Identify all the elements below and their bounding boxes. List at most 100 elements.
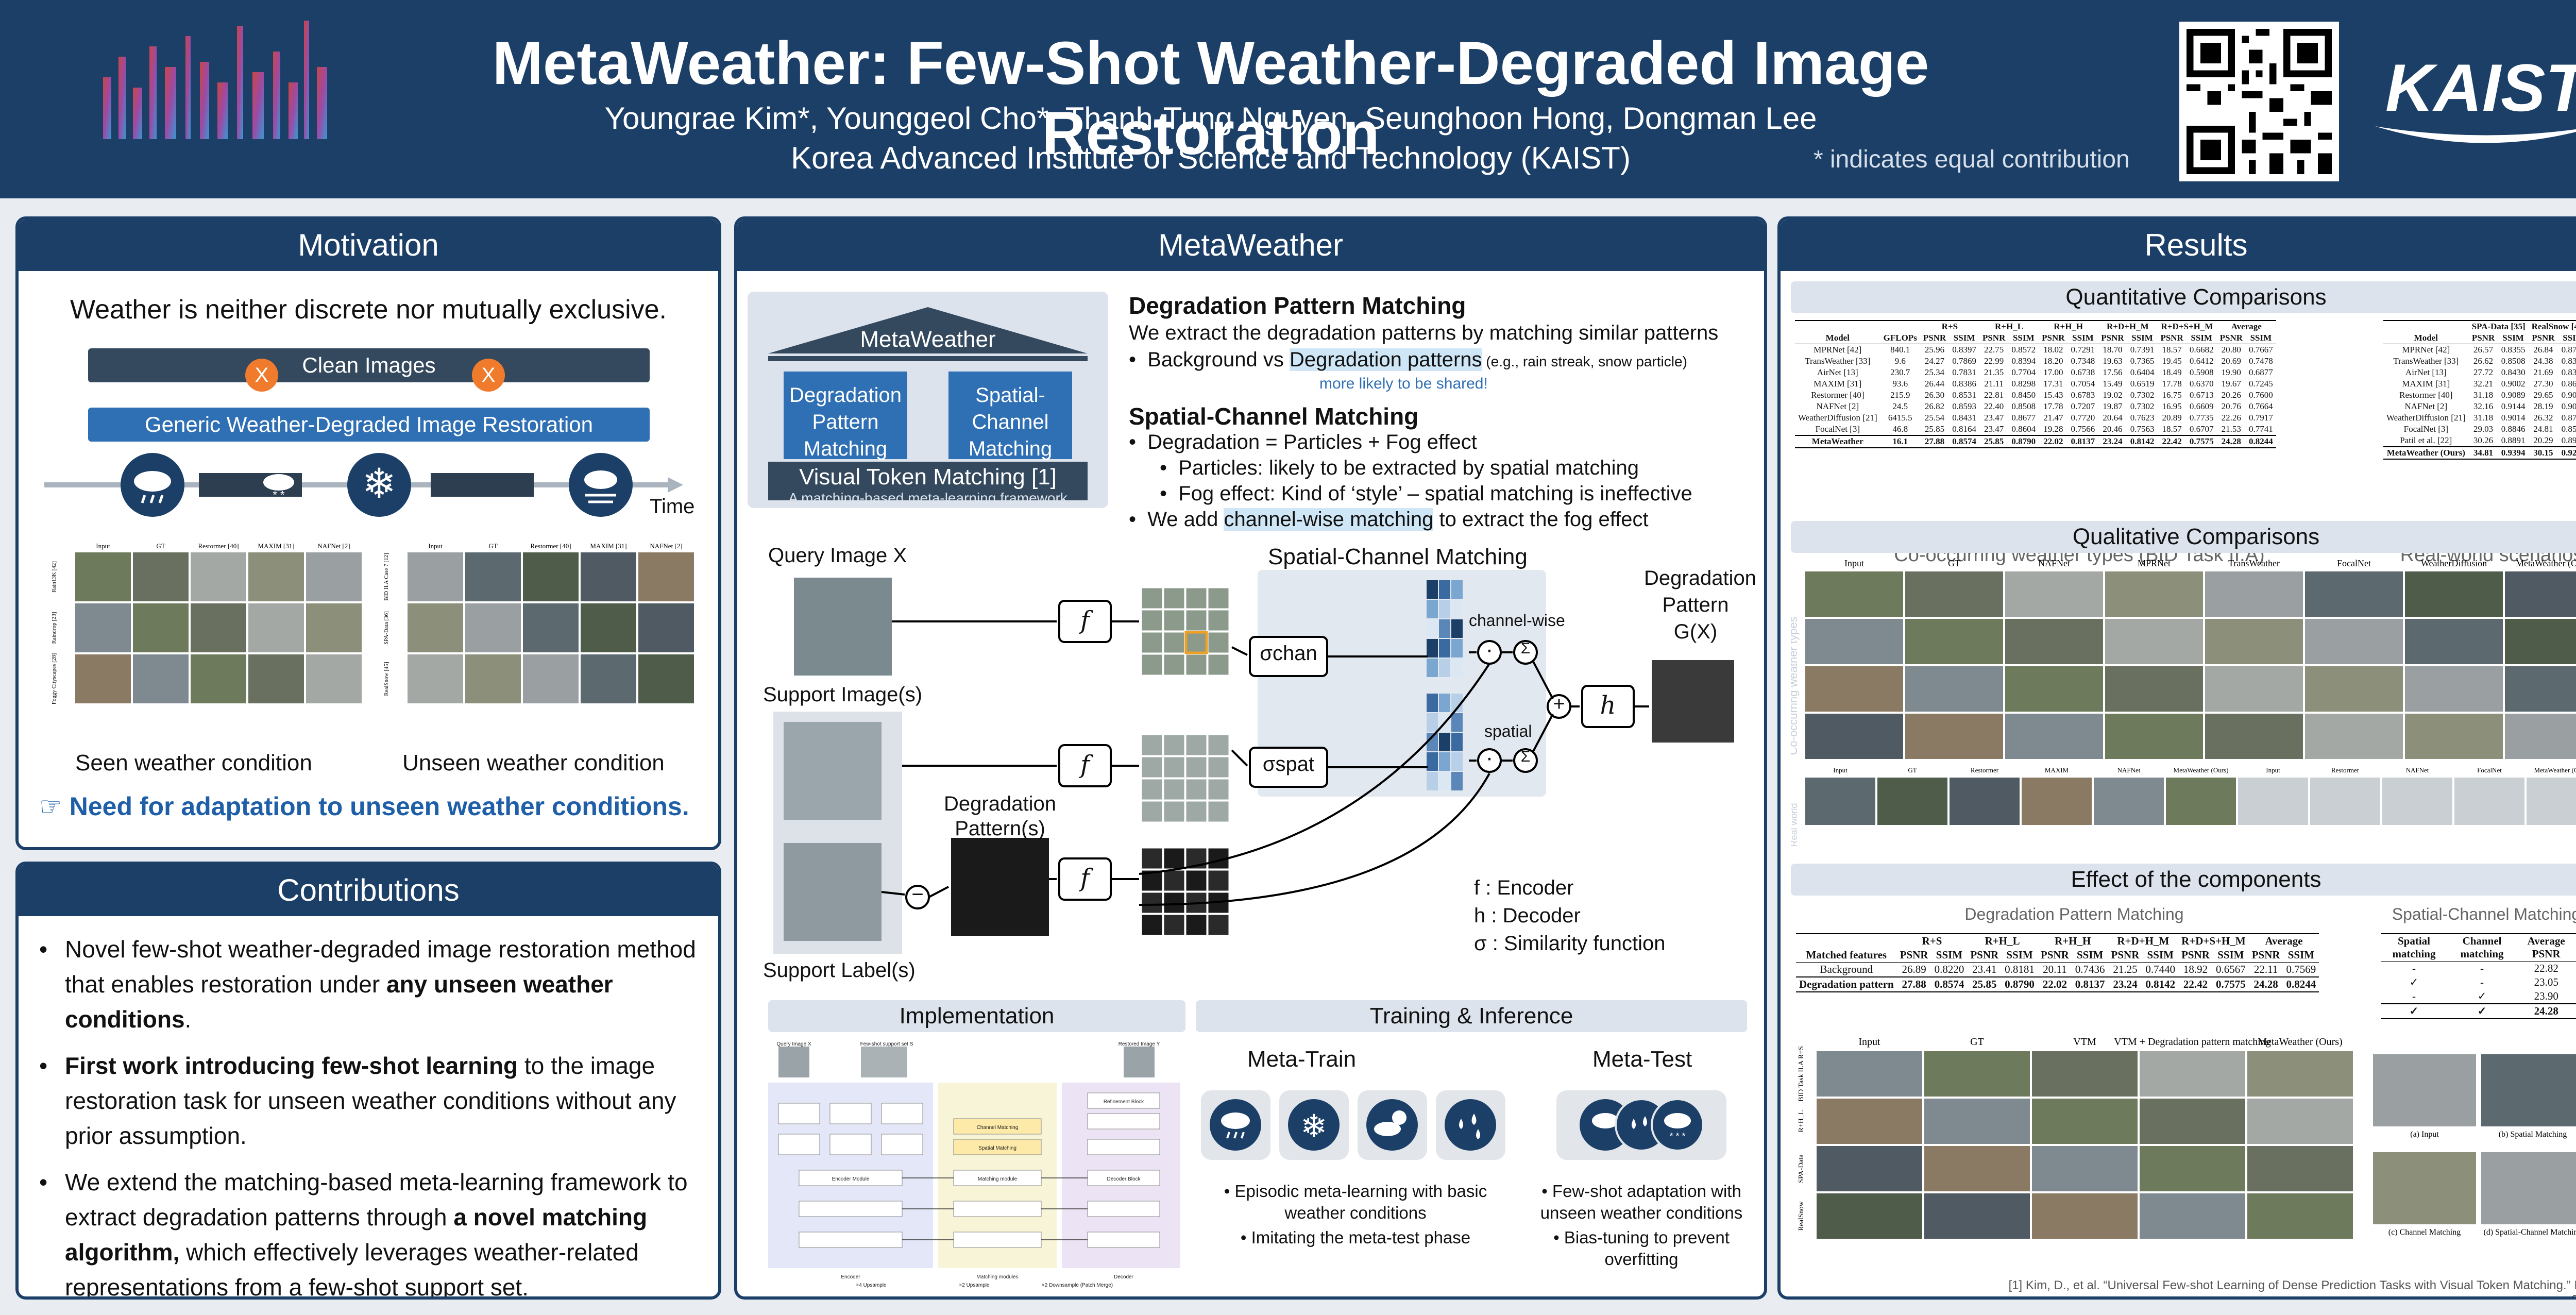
qualitative-thumbnail [2166,778,2236,825]
result-thumbnail [133,654,189,703]
sun-cloud-icon [1358,1090,1427,1160]
grid-column-header: Input [428,542,443,550]
qualitative-thumbnail [2205,714,2303,759]
dot-op-2: · [1485,745,1494,770]
table-group-header: SPA-Data [35] [2468,320,2529,332]
result-thumbnail [465,552,521,601]
clean-images-bar: Clean Images [88,348,650,382]
implementation-label: Matching modules [976,1274,1018,1280]
scm-ablation-caption: Spatial-Channel Matching [2392,905,2576,923]
dot-op-1: · [1485,637,1494,662]
meta-train-icons: ❄ [1201,1090,1505,1160]
feature-token [1208,801,1229,822]
qualitative-bottom-header: NAFNet [2117,766,2141,774]
ablation-thumbnail [2032,1099,2138,1144]
qualitative-column-header: NAFNet [2038,558,2070,568]
dpm-heading: Degradation Pattern Matching [1129,292,1466,319]
implementation-label: Refinement Block [1104,1099,1144,1105]
table-column-header: SSIM [2558,332,2576,344]
effect-title: Effect of the components [1791,864,2576,896]
feature-token [1163,632,1185,653]
scm-sub-1: • Particles: likely to be extracted by s… [1160,457,1639,479]
feature-token [1163,914,1185,936]
similarity-cell [1451,639,1463,658]
qualitative-bottom-header: Restormer [1971,766,1999,774]
qualitative-column-header: TransWeather [2228,558,2280,568]
feature-token [1185,779,1207,800]
metaweather-panel: MetaWeather MetaWeather Degradation Patt… [734,216,1767,1300]
ablation-caption: (d) Spatial-Channel Matching [2483,1228,2576,1237]
ablation-thumbnail [1924,1099,2030,1144]
qr-code[interactable] [2179,22,2339,181]
sum-op-1: Σ [1520,640,1531,657]
similarity-cell [1427,659,1438,677]
similarity-cell [1439,659,1450,677]
result-thumbnail [523,552,579,601]
table-group-header: R+D+S+H_M [2178,933,2249,948]
qualitative-thumbnail [2305,571,2403,617]
contribution-list: Novel few-shot weather-degraded image re… [29,932,709,1296]
similarity-cell [1451,694,1463,712]
qualitative-column-header: MPRNet [2138,558,2171,568]
house-right-pillar: Spatial-Channel Matching [968,384,1053,460]
qualitative-thumbnail [1805,666,1903,712]
result-thumbnail [248,654,304,703]
bullet-item: • Episodic meta-learning with basic weat… [1224,1182,1487,1222]
scm-box-label: Spatial-Channel Matching [1268,544,1528,569]
result-thumbnail [191,552,246,601]
qualitative-thumbnail [1905,571,2003,617]
affiliation: Korea Advanced Institute of Science and … [791,141,1631,175]
qualitative-thumbnail [2527,778,2576,825]
snow-cloud-icon: * * * [1651,1098,1704,1152]
table-group-header: R+H_H [2039,320,2098,332]
qualitative-thumbnail [2005,571,2103,617]
feature-token [1208,610,1229,631]
result-thumbnail [75,552,131,601]
similarity-cell [1427,619,1438,638]
table-group-header: R+H_L [1979,320,2039,332]
table-group-header: Average [2216,320,2276,332]
table-column-header: Matched features [1796,948,1897,963]
generic-restoration-bar: Generic Weather-Degraded Image Restorati… [88,408,650,442]
grid-row-label: Foggy Cityscapes [28] [51,653,57,704]
feature-token [1163,734,1185,756]
similarity-cell [1451,659,1463,677]
implementation-label: Spatial Matching [978,1145,1016,1151]
similarity-cell [1439,752,1450,771]
feature-token [1185,610,1207,631]
result-thumbnail [408,603,463,652]
selected-token [1184,631,1208,654]
implementation-legend-item: ×4 Upsample [856,1283,887,1288]
table-group-header: R+H_L [1967,933,2038,948]
qualitative-thumbnail [2405,666,2503,712]
table-column-header: SSIM [1949,332,1979,344]
reference-note: [1] Kim, D., et al. “Universal Few-shot … [2008,1278,2576,1296]
table-column-header: SSIM [2008,332,2039,344]
feature-token [1185,654,1207,676]
ablation-row-label: BID Task II.A R+S [1798,1046,1805,1102]
ablation-column-header: VTM + Degradation pattern matching [2114,1036,2271,1048]
real-world-results-table: SPA-Data [35]RealSnow [45]ModelPSNRSSIMP… [2383,320,2576,460]
result-thumbnail [306,603,362,652]
pointing-hand-icon: ☞ [39,792,70,821]
svg-text:Real world: Real world [1791,803,1799,847]
result-thumbnail [581,603,636,652]
qualitative-thumbnail [2305,619,2403,664]
table-column-header: PSNR [2037,948,2072,963]
table-column-header: SSIM [2067,332,2098,344]
feature-token [1185,801,1207,822]
eccv-logo [103,21,327,139]
table-column-header: SSIM [2283,948,2319,963]
table-row: --22.820.7825 [2412,962,2558,974]
snow-cloud-icon: * * [263,474,294,501]
sigma-spat-label: σspat [1262,753,1315,775]
sigma-chan-label: σchan [1260,642,1317,665]
